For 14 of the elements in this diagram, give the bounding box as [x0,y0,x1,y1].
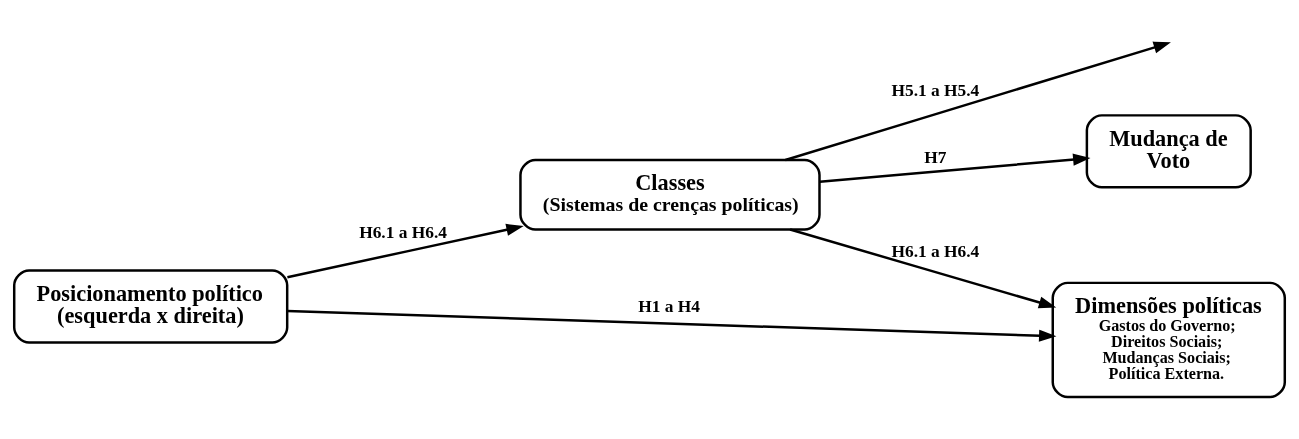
edge-label: H6.1 a H6.4 [891,241,980,261]
node-box: Classes (Sistemas de crenças políticas) [519,158,821,231]
node-box: Posicionamento político (esquerda x direita) [12,268,289,344]
arrow [287,309,1057,342]
node-box: Dimensões políticas Gastos do Governo; Direitos Sociais; Mudanças Sociais; Política Externa. [1051,281,1287,398]
edge-label: H5.1 a H5.4 [891,80,980,100]
arrow [819,153,1091,183]
arrow [785,41,1171,161]
arrow [789,227,1057,308]
node-box: Mudança de Voto [1085,113,1252,189]
edge-label: H6.1 a H6.4 [359,222,447,242]
arrow [287,223,524,278]
edge-label: H7 [924,147,947,167]
edge-label: H1 a H4 [638,296,701,316]
